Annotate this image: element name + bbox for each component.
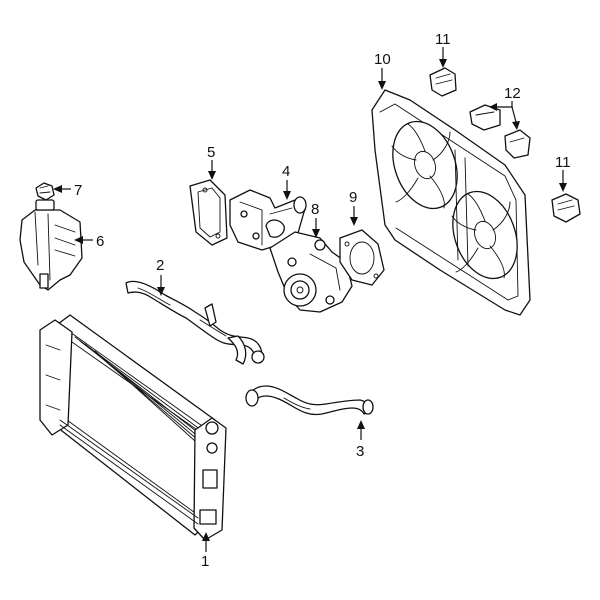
callout-11-upper: 11 xyxy=(435,31,451,48)
leader-lines xyxy=(53,47,567,552)
radiator-hose-lower xyxy=(125,280,265,365)
water-pump-gasket xyxy=(339,229,385,286)
water-pump xyxy=(269,231,353,313)
reservoir-cap xyxy=(35,182,55,201)
thermostat-gasket xyxy=(189,179,228,246)
fan-shroud-assembly xyxy=(371,89,531,316)
callout-9: 9 xyxy=(349,189,357,206)
callout-2: 2 xyxy=(156,257,164,274)
coolant-reservoir xyxy=(19,199,83,291)
callout-10: 10 xyxy=(374,51,391,68)
fan-bracket-lower xyxy=(504,129,531,159)
callout-labels: 1 2 3 4 5 6 7 8 9 10 11 11 12 xyxy=(74,31,571,570)
callout-4: 4 xyxy=(282,163,290,180)
callout-1: 1 xyxy=(201,553,209,570)
callout-7: 7 xyxy=(74,182,82,199)
callout-11-lower: 11 xyxy=(555,154,571,171)
callout-12: 12 xyxy=(504,85,521,102)
fan-bracket-upper xyxy=(469,104,501,131)
fan-relay-upper xyxy=(429,67,457,97)
callout-8: 8 xyxy=(311,201,319,218)
radiator xyxy=(39,314,227,541)
thermostat-housing xyxy=(229,189,307,251)
callout-6: 6 xyxy=(96,233,104,250)
radiator-hose-upper xyxy=(245,385,374,416)
fan-relay-lower xyxy=(551,193,581,223)
callout-5: 5 xyxy=(207,144,215,161)
callout-3: 3 xyxy=(356,443,364,460)
